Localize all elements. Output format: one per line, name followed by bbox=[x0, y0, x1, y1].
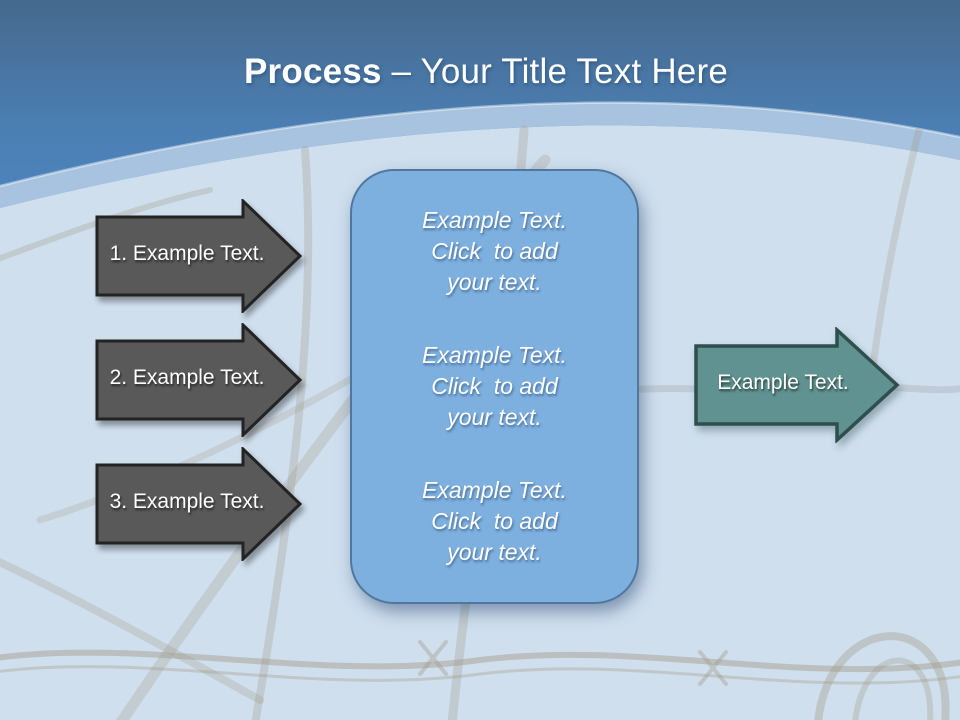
placeholder-line: Example Text. bbox=[422, 207, 567, 233]
process-step-1-arrow[interactable]: 1. Example Text. bbox=[95, 199, 303, 313]
process-step-2-label: 2. Example Text. bbox=[109, 366, 265, 389]
slide-title[interactable]: Process – Your Title Text Here bbox=[0, 52, 960, 92]
slide-title-regular-text: – Your Title Text Here bbox=[381, 52, 728, 91]
placeholder-line: your text. bbox=[447, 539, 542, 565]
placeholder-text-block-1[interactable]: Example Text. Click to add your text. bbox=[422, 205, 567, 298]
arrow-right-shape bbox=[694, 327, 900, 443]
process-step-3-arrow[interactable]: 3. Example Text. bbox=[95, 447, 303, 561]
slide-title-bold-text: Process bbox=[244, 52, 382, 91]
arrow-right-shape bbox=[95, 447, 303, 561]
process-step-2-arrow[interactable]: 2. Example Text. bbox=[95, 323, 303, 437]
placeholder-text-block-2[interactable]: Example Text. Click to add your text. bbox=[422, 340, 567, 433]
result-arrow-label: Example Text. bbox=[717, 371, 849, 394]
placeholder-line: Click to add bbox=[431, 238, 558, 264]
arrow-right-shape bbox=[95, 323, 303, 437]
placeholder-line: Click to add bbox=[431, 373, 558, 399]
header-curve-band bbox=[0, 102, 960, 208]
arrow-right-shape bbox=[95, 199, 303, 313]
placeholder-line: your text. bbox=[447, 404, 542, 430]
curve-highlight bbox=[0, 101, 960, 188]
placeholder-line: Click to add bbox=[431, 508, 558, 534]
process-step-3-label: 3. Example Text. bbox=[109, 490, 265, 513]
result-arrow[interactable]: Example Text. bbox=[694, 327, 900, 443]
placeholder-text-block-3[interactable]: Example Text. Click to add your text. bbox=[422, 475, 567, 568]
center-text-box[interactable]: Example Text. Click to add your text. Ex… bbox=[350, 169, 639, 604]
placeholder-line: Example Text. bbox=[422, 477, 567, 503]
placeholder-line: Example Text. bbox=[422, 342, 567, 368]
process-step-1-label: 1. Example Text. bbox=[109, 242, 265, 265]
placeholder-line: your text. bbox=[447, 269, 542, 295]
